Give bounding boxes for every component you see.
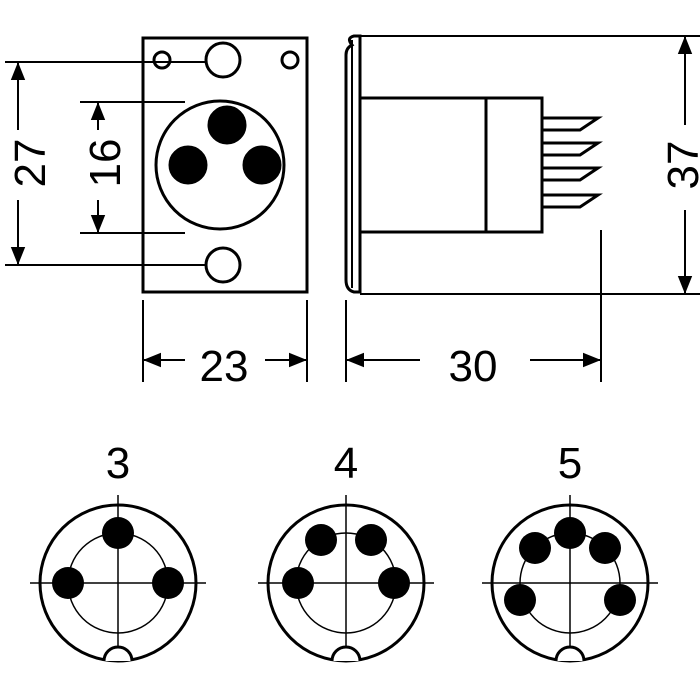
- pin-count-label: 4: [334, 439, 358, 488]
- socket-pin: [168, 145, 208, 185]
- dimension-27-label: 27: [6, 139, 55, 188]
- pin-layout-5: 5: [482, 439, 658, 663]
- pin: [519, 532, 551, 564]
- pin: [378, 567, 410, 599]
- socket-ring: [154, 99, 286, 231]
- bottom-mounting-hole: [204, 246, 242, 284]
- pin-layout-4: 4: [258, 439, 434, 663]
- solder-pin: [542, 166, 603, 182]
- socket-pin: [207, 105, 247, 145]
- dimension-23-label: 23: [200, 342, 249, 391]
- dimension-30-label: 30: [449, 342, 498, 391]
- solder-pin: [542, 116, 603, 132]
- solder-pin: [542, 141, 603, 157]
- side-view: [344, 34, 603, 294]
- pin: [52, 567, 84, 599]
- front-plate: [141, 36, 309, 294]
- front-view: [141, 36, 309, 294]
- pin: [504, 584, 536, 616]
- side-dimensions: [345, 35, 700, 382]
- pin: [589, 532, 621, 564]
- solder-pin: [542, 193, 603, 209]
- dimension-37-label: 37: [659, 141, 700, 190]
- pin-count-label: 3: [106, 439, 130, 488]
- pin-count-label: 5: [558, 439, 582, 488]
- pin: [152, 567, 184, 599]
- pin: [355, 524, 387, 556]
- socket-pin: [242, 145, 282, 185]
- pin: [305, 524, 337, 556]
- small-hole-left: [152, 50, 172, 70]
- side-body: [358, 96, 488, 234]
- key-notch: [330, 645, 362, 662]
- pin: [554, 517, 586, 549]
- pin: [282, 567, 314, 599]
- side-body-rear: [484, 96, 544, 234]
- key-notch: [102, 645, 134, 662]
- side-flange: [344, 34, 362, 294]
- top-mounting-hole: [204, 41, 242, 79]
- front-dimensions: [5, 61, 308, 382]
- pin-layout-3: 3: [30, 439, 206, 663]
- small-hole-right: [280, 50, 300, 70]
- pin: [604, 584, 636, 616]
- key-notch: [554, 645, 586, 662]
- pin: [102, 517, 134, 549]
- dimension-16-label: 16: [81, 139, 130, 188]
